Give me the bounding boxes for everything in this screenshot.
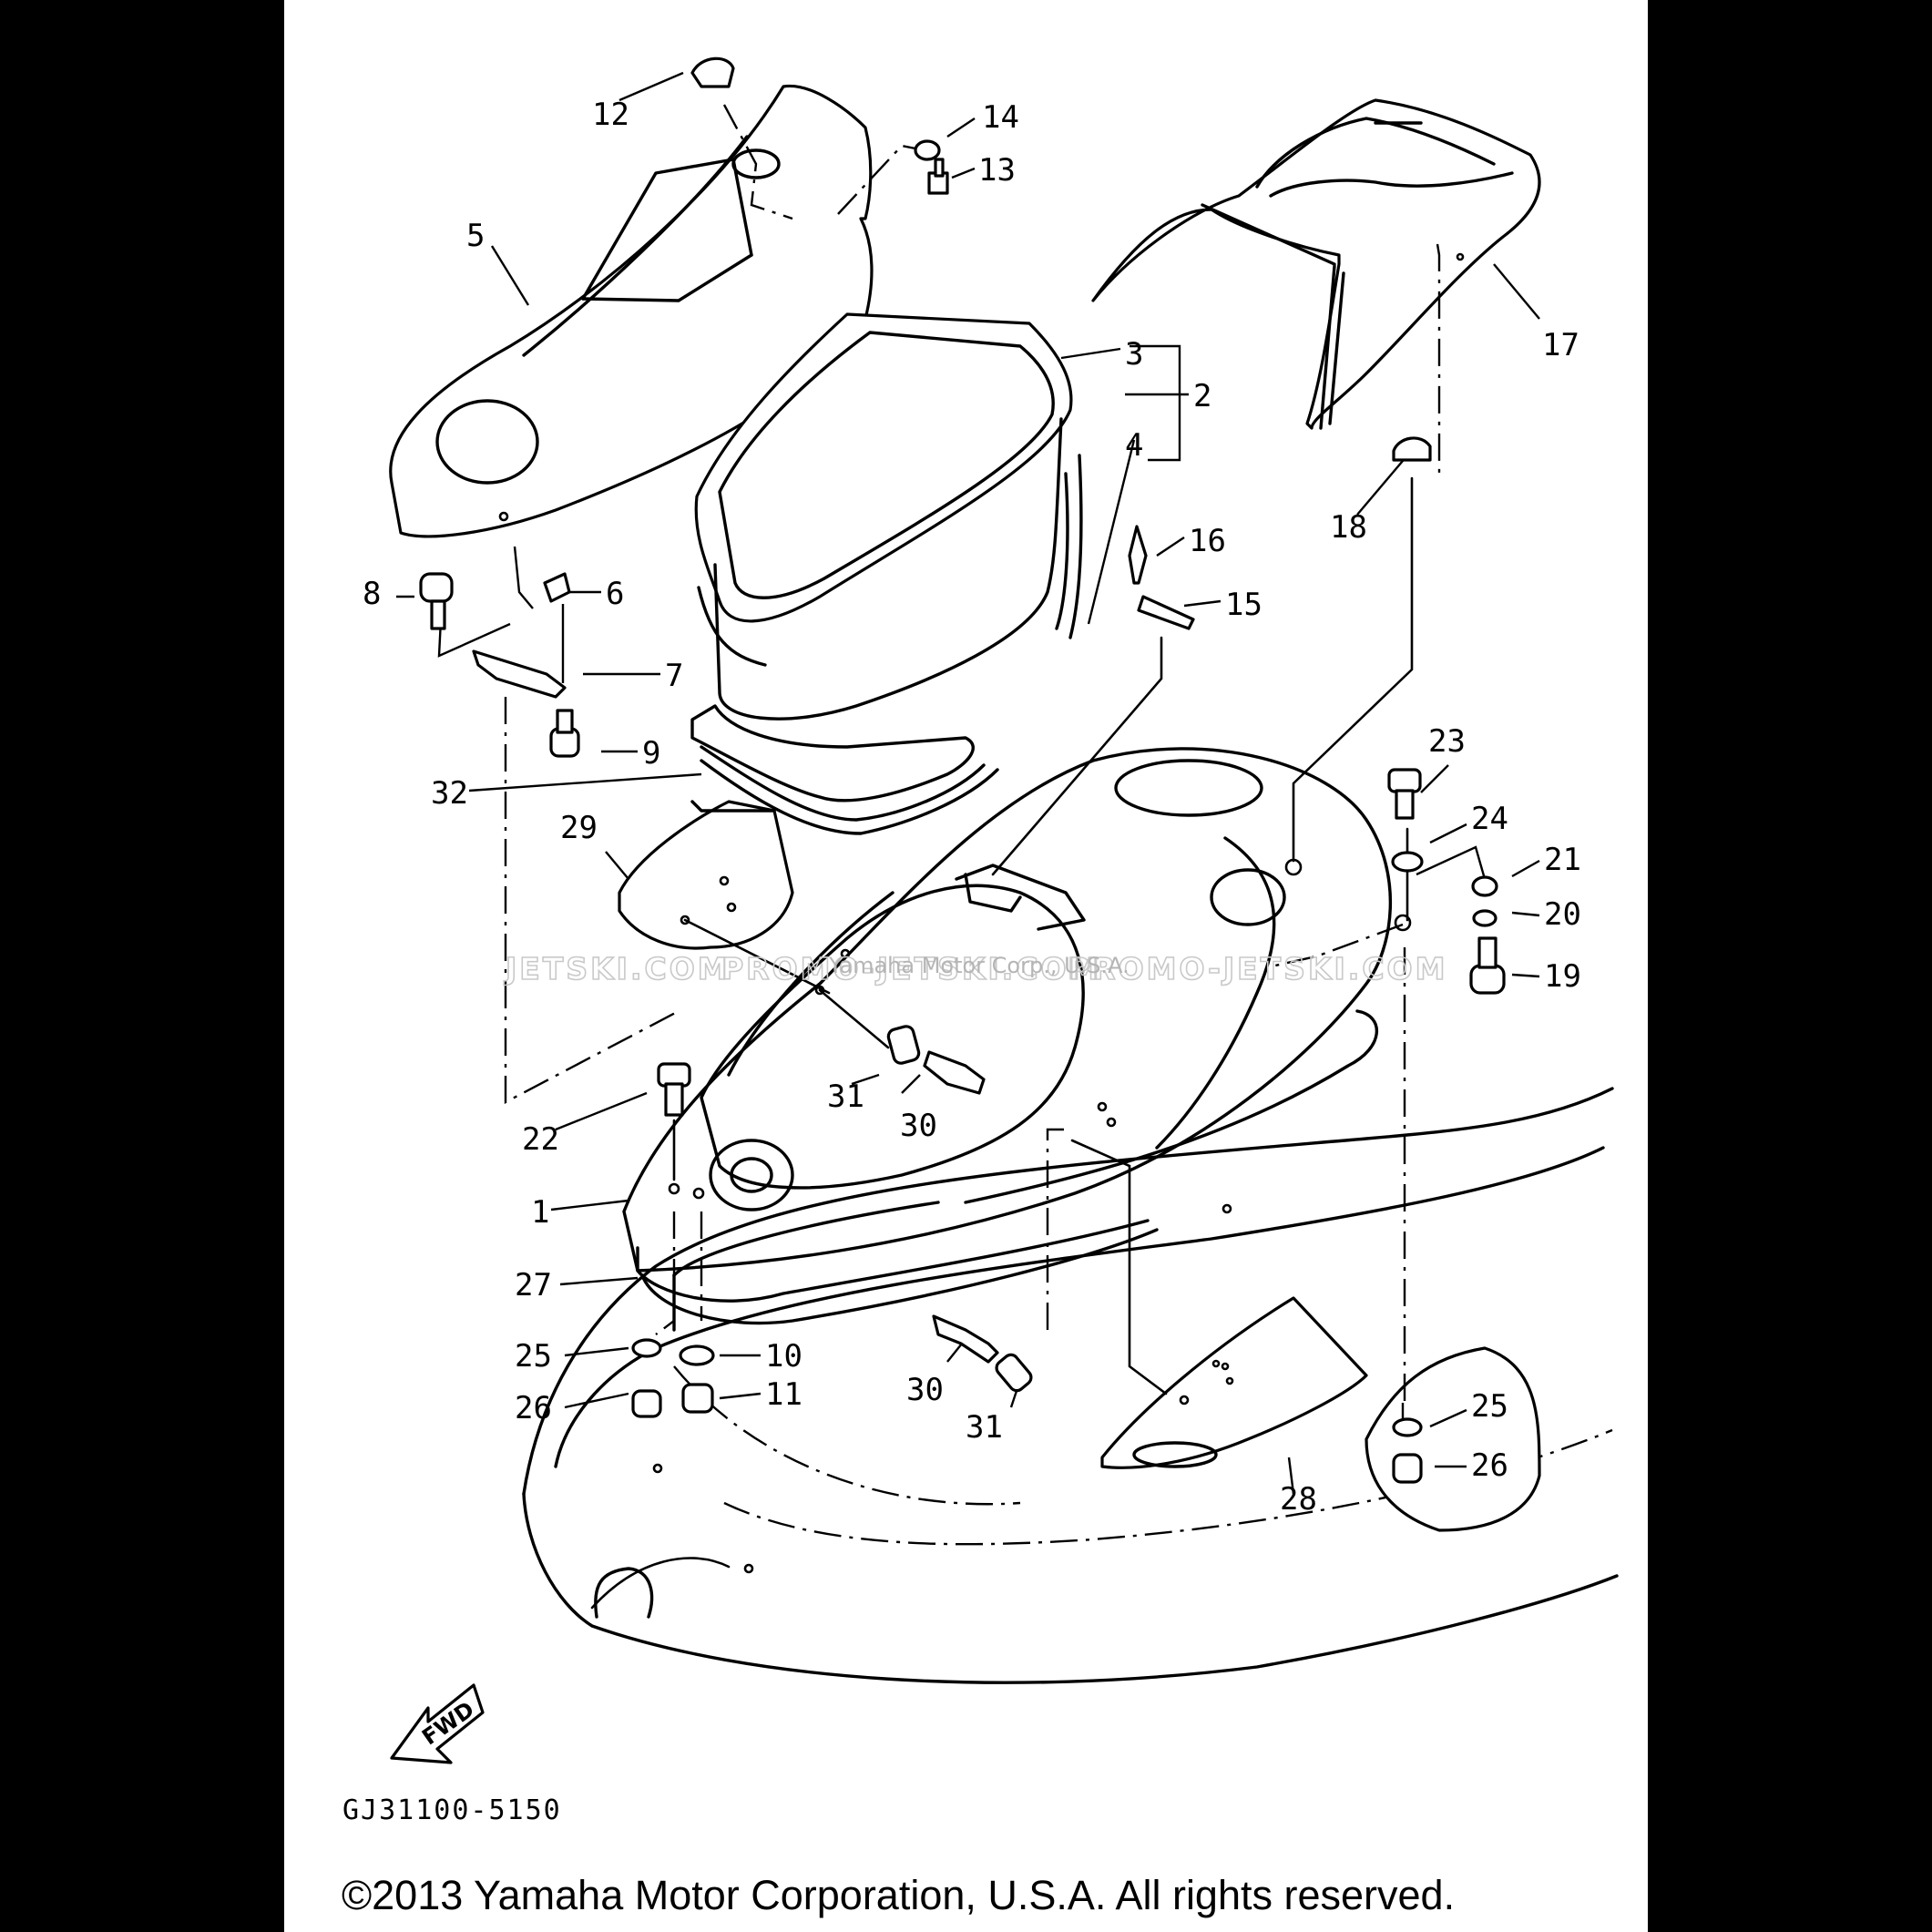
callout-20: 20 [1544,896,1581,933]
watermark-right: PROMO-JETSKI.COM [1068,951,1447,986]
fasteners [419,56,1506,1484]
pad-right [1365,1346,1541,1532]
seal-part-2 [1055,454,1083,639]
callout-8: 8 [363,576,381,612]
copyright-notice: ©2013 Yamaha Motor Corporation, U.S.A. A… [342,1872,1455,1918]
callout-4: 4 [1125,427,1143,464]
watermark-center: Yamaha Motor Corp., U.S.A. [828,953,1130,978]
callout-labels: 12 14 13 5 3 2 4 17 18 16 15 8 6 7 9 32 … [363,97,1581,1518]
seat-part-17 [1091,98,1541,430]
callout-11: 11 [765,1376,802,1413]
callout-12: 12 [592,97,629,133]
callout-28: 28 [1280,1481,1317,1518]
side-cover-part-29 [618,800,794,950]
callout-31-upper: 31 [827,1078,864,1115]
callout-16: 16 [1189,523,1226,559]
callout-10: 10 [765,1338,802,1375]
callout-26-left: 26 [515,1390,552,1426]
callout-3: 3 [1125,336,1143,373]
callout-25-right: 25 [1471,1388,1508,1425]
callout-6: 6 [606,576,624,612]
callout-17: 17 [1542,327,1579,363]
callout-2: 2 [1193,378,1211,414]
callout-21: 21 [1544,842,1581,878]
callout-5: 5 [466,218,485,254]
callout-31-lower: 31 [966,1409,1003,1446]
callout-1: 1 [531,1194,549,1231]
callout-30-upper: 30 [900,1108,937,1144]
callout-19: 19 [1544,958,1581,995]
callout-23: 23 [1428,723,1466,760]
watermarks: JETSKI.COM PROMO-JETSKI.COM PROMO-JETSKI… [503,950,1447,987]
callout-30-lower: 30 [906,1372,944,1408]
drawing-code: GJ31100-5150 [342,1794,562,1826]
callout-24: 24 [1471,801,1508,837]
callout-13: 13 [978,152,1016,189]
engine-hatch-deck [622,747,1412,1325]
callout-26-right: 26 [1471,1447,1508,1484]
forward-arrow: FWD [390,1683,485,1764]
callout-14: 14 [982,99,1019,136]
gasket-part-32 [690,704,999,835]
storage-box-part-3 [694,312,1073,721]
callout-25-left: 25 [515,1338,552,1375]
watermark-left: JETSKI.COM [504,951,731,986]
hull-deck-outline [522,1087,1619,1684]
callout-32: 32 [431,775,468,812]
callout-9: 9 [642,735,660,772]
callout-7: 7 [665,658,683,694]
callout-22: 22 [522,1121,559,1158]
watermark-mid: PROMO-JETSKI.COM [721,951,1101,986]
callout-27: 27 [515,1267,552,1303]
side-cover-part-28 [1100,1296,1368,1469]
callout-18: 18 [1330,509,1367,546]
callout-15: 15 [1225,587,1262,623]
callout-29: 29 [560,810,598,846]
